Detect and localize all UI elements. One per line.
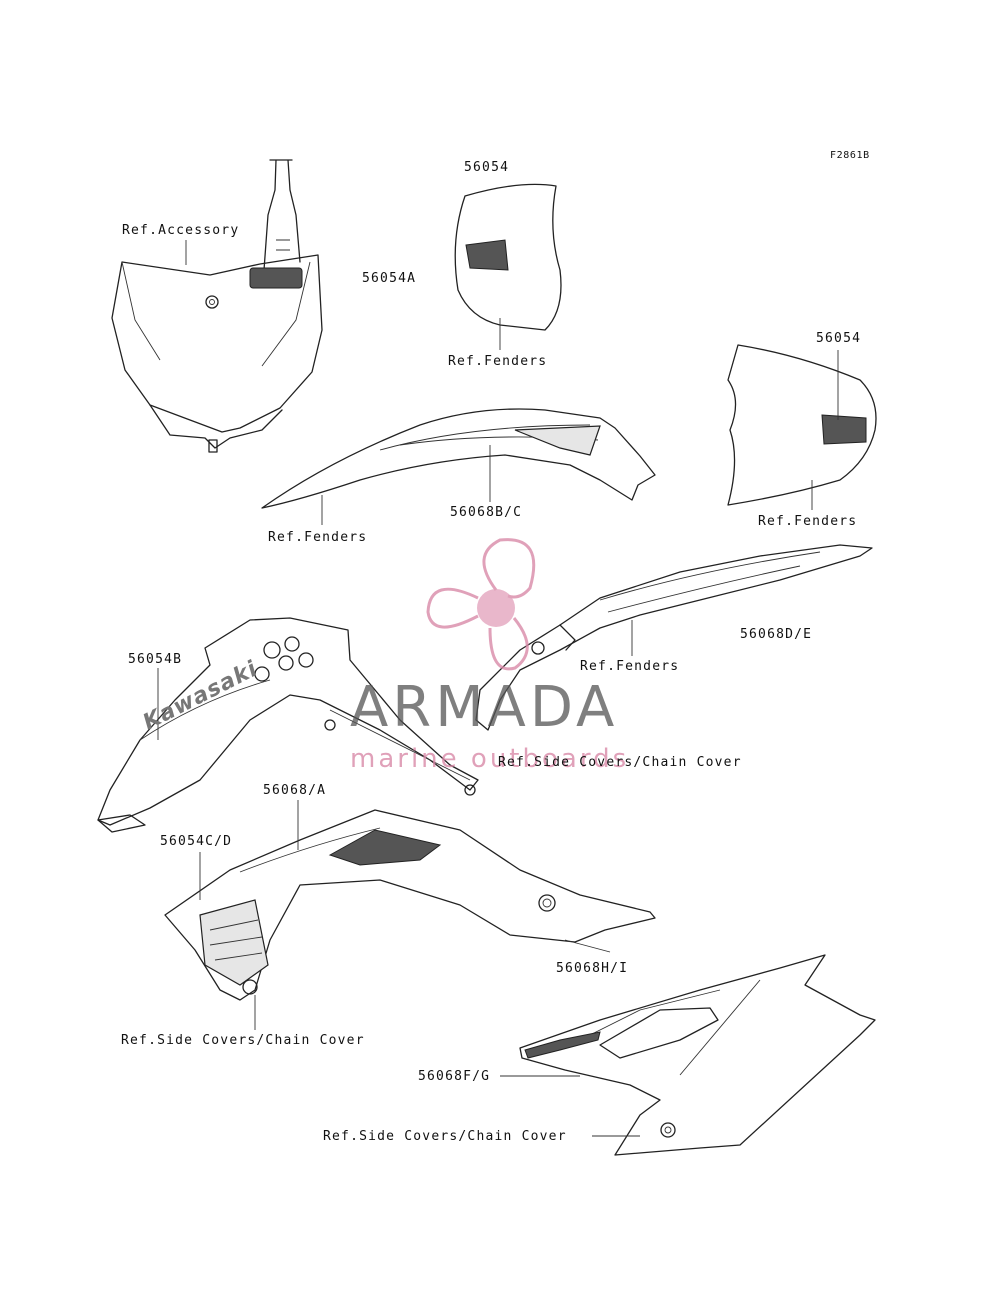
label-ref-side-covers-2: Ref.Side Covers/Chain Cover <box>121 1033 365 1048</box>
radiator-shroud <box>97 617 479 833</box>
watermark-tagline: marine outboards <box>350 744 630 774</box>
label-56054-top: 56054 <box>464 160 510 175</box>
figure-code: F2861B <box>830 150 870 161</box>
label-ref-fenders-1: Ref.Fenders <box>448 354 548 369</box>
watermark-brand: ARMADA <box>350 675 619 740</box>
front-number-plate <box>111 159 323 453</box>
label-56068a: 56068/A <box>263 783 327 798</box>
label-56068hi: 56068H/I <box>556 961 629 976</box>
rear-fender <box>475 544 873 731</box>
label-56054-right: 56054 <box>816 331 862 346</box>
label-ref-side-covers-1: Ref.Side Covers/Chain Cover <box>498 755 742 770</box>
label-56054a: 56054A <box>362 271 417 286</box>
front-fender <box>261 408 656 509</box>
decal-plate <box>249 267 303 289</box>
label-56054cd: 56054C/D <box>160 834 233 849</box>
leader-lines <box>157 240 839 1137</box>
side-cover <box>519 954 876 1156</box>
label-ref-accessory: Ref.Accessory <box>122 223 240 238</box>
shroud-decal-top <box>454 183 562 331</box>
label-ref-side-covers-3: Ref.Side Covers/Chain Cover <box>323 1129 567 1144</box>
shroud-decal-right <box>727 344 877 506</box>
label-ref-fenders-2: Ref.Fenders <box>758 514 858 529</box>
label-56068bc: 56068B/C <box>450 505 523 520</box>
label-56068fg: 56068F/G <box>418 1069 491 1084</box>
propeller-icon <box>426 538 536 671</box>
label-56054b: 56054B <box>128 652 183 667</box>
decal-shroud-pattern <box>199 899 269 986</box>
label-ref-fenders-4: Ref.Fenders <box>580 659 680 674</box>
lower-shroud <box>164 809 656 1001</box>
label-ref-fenders-3: Ref.Fenders <box>268 530 368 545</box>
label-56068de: 56068D/E <box>740 627 813 642</box>
